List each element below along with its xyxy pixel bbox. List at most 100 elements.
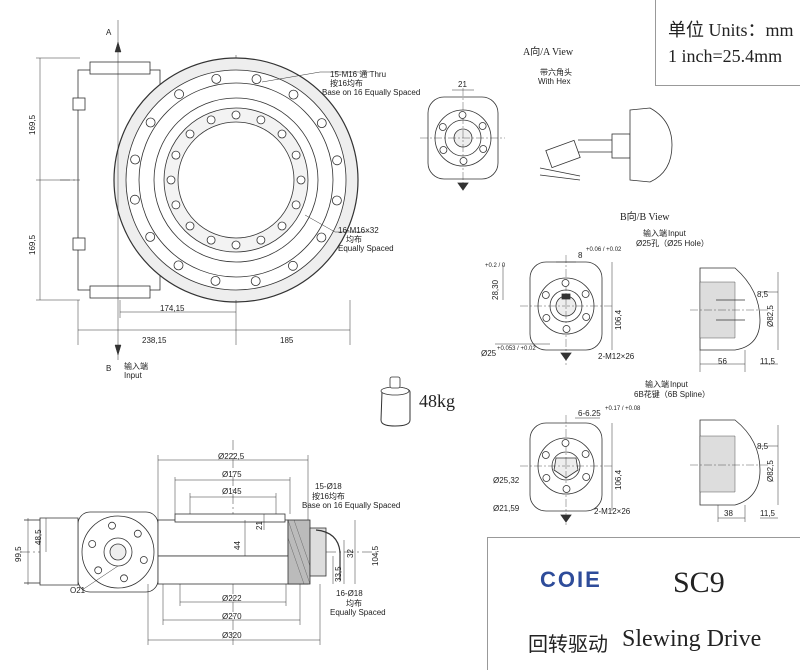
bolt-hole — [133, 529, 142, 538]
front-inner-holes-label-3: Equally Spaced — [338, 244, 394, 253]
bolt-hole — [185, 221, 195, 231]
bolt-hole — [206, 235, 216, 245]
bolt-hole — [291, 200, 301, 210]
bolt-hole — [185, 129, 195, 139]
bolt-hole — [478, 122, 487, 130]
b-view-input2-cn: 输入端 — [645, 380, 669, 389]
bolt-hole — [439, 146, 448, 154]
a-view-crank — [539, 107, 673, 183]
bolt-hole — [581, 450, 590, 458]
b-view-title: B向/B View — [620, 212, 670, 223]
bolt-hole — [129, 194, 140, 205]
bolt-hole — [145, 117, 156, 128]
b1-tol-25: +0.053 / +0.02 — [497, 346, 536, 352]
b-view-input2-en: Input — [670, 380, 688, 389]
weight-icon — [380, 376, 411, 427]
section-dim-320: Ø320 — [222, 631, 242, 640]
front-thru-holes-label-2: 按16均布 — [330, 79, 363, 88]
front-input-en: Input — [124, 371, 142, 380]
section-bottom-holes-2: 均布 — [346, 599, 362, 608]
bolt-hole — [331, 195, 342, 206]
bolt-hole — [139, 556, 148, 564]
bolt-hole — [171, 200, 181, 210]
front-dim-238: 238,15 — [142, 336, 167, 345]
bolt-hole — [316, 118, 327, 128]
bolt-hole — [277, 221, 287, 231]
bolt-hole — [231, 240, 241, 250]
b1-dim-106: 106,4 — [614, 309, 623, 330]
b2-tol-spline: +0.17 / +0.08 — [605, 406, 641, 412]
side2-dim-8-5: 8,5 — [757, 442, 769, 451]
b-view-input2-spline: 6B花键（6B Spline） — [634, 390, 711, 399]
bolt-hole — [94, 566, 103, 575]
b-view-flange-2 — [520, 415, 613, 525]
side2-dim-82-5: Ø82,5 — [766, 460, 775, 482]
front-outer-bolt-holes — [129, 74, 343, 287]
section-bolt-holes — [88, 521, 148, 583]
front-view — [60, 55, 360, 303]
side2-dim-38: 38 — [724, 509, 733, 518]
b2-dim-21-59: Ø21,59 — [493, 504, 520, 513]
b-view-input1-en: Input — [668, 229, 686, 238]
bolt-hole — [562, 485, 571, 493]
bolt-hole — [287, 260, 298, 271]
bolt-hole — [166, 175, 176, 185]
front-dim-174: 174,15 — [160, 304, 185, 313]
bolt-hole — [211, 74, 222, 84]
bolt-hole — [210, 275, 221, 286]
side1-dim-82-5: Ø82,5 — [766, 305, 775, 327]
b1-tol-8: +0.06 / +0.02 — [586, 247, 622, 253]
b2-dim-25-32: Ø25,32 — [493, 476, 520, 485]
side-section-2 — [690, 419, 779, 522]
b1-tol-28: +0.2 / 0 — [485, 263, 506, 269]
b1-dim-25: Ø25 — [481, 349, 497, 358]
weight-label: 48kg — [419, 391, 455, 411]
units-line-2: 1 inch=25.4mm — [668, 46, 783, 66]
b-view-1-bolt-holes — [541, 279, 591, 333]
units-line-1: 单位 Units：mm — [668, 20, 794, 40]
bolt-hole — [108, 521, 116, 530]
side2-dim-11-5: 11,5 — [760, 509, 775, 518]
bolt-hole — [542, 314, 551, 322]
bolt-hole — [562, 325, 571, 333]
brand-name-en: Slewing Drive — [622, 626, 762, 652]
section-dim-44: 44 — [233, 541, 242, 550]
bolt-hole — [88, 540, 97, 548]
b1-dim-8: 8 — [578, 251, 583, 260]
section-dim-o21: O21 — [70, 586, 86, 595]
bolt-hole — [438, 123, 447, 131]
section-dimensions — [27, 455, 356, 645]
section-dim-104-5: 104,5 — [371, 545, 380, 566]
section-top-holes-2: 按16均布 — [312, 492, 345, 501]
bolt-hole — [296, 175, 306, 185]
bolt-hole — [541, 451, 550, 459]
b2-dim-spline: 6-6.25 — [578, 409, 601, 418]
section-top-holes-1: 15-Ø18 — [315, 482, 342, 491]
bolt-hole — [277, 129, 287, 139]
section-dim-33-5: 33,5 — [334, 566, 343, 582]
front-thru-holes-label-3: Base on 16 Equally Spaced — [322, 88, 421, 97]
b-view-input1-hole: Ø25孔（Ø25 Hole） — [636, 239, 709, 248]
bolt-hole — [130, 154, 141, 165]
bolt-hole — [171, 150, 181, 160]
brand-block: COIE SC9 回转驱动 Slewing Drive — [487, 537, 800, 670]
bolt-hole — [582, 313, 591, 321]
section-dim-32: 32 — [346, 549, 355, 558]
section-dim-48-5: 48,5 — [34, 529, 43, 545]
bolt-hole — [332, 155, 343, 166]
section-dim-145: Ø145 — [222, 487, 242, 496]
bolt-hole — [256, 235, 266, 245]
bolt-hole — [581, 290, 590, 298]
bolt-hole — [256, 115, 266, 125]
bolt-hole — [250, 276, 261, 287]
front-dim-169-top: 169,5 — [28, 114, 37, 135]
bolt-hole — [291, 150, 301, 160]
section-bottom-holes-1: 16-Ø18 — [336, 589, 363, 598]
bolt-hole — [231, 110, 241, 120]
front-dim-169-bottom: 169,5 — [28, 234, 37, 255]
b1-bolts: 2-M12×26 — [598, 352, 635, 361]
a-view-note-cn: 带六角头 — [540, 68, 572, 77]
front-thru-holes-label-1: 15-M16 通 Thru — [330, 70, 387, 79]
bolt-hole — [174, 89, 185, 100]
